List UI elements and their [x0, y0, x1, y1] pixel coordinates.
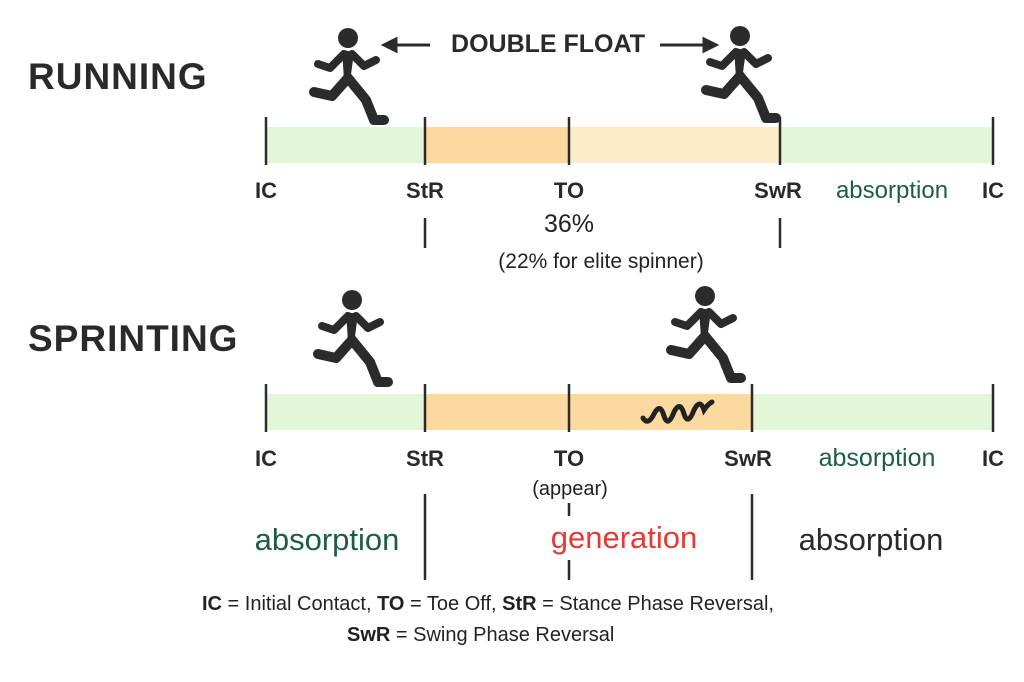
sprinting-ticks [264, 384, 995, 580]
sprinting-band-orange [425, 394, 752, 430]
running-to-percent: 36% [543, 210, 595, 238]
sprinting-swr: SwR [724, 446, 772, 471]
running-ic-end: IC [982, 178, 1004, 203]
sprinting-absorption: absorption [818, 444, 936, 472]
legend-to-abbr: TO [377, 593, 405, 615]
double-float-label: DOUBLE FLOAT [451, 30, 645, 58]
sprinting-band-green-2 [752, 394, 993, 430]
legend-str-def: = Stance Phase Reversal, [536, 593, 774, 615]
running-band-orange [425, 127, 569, 163]
phase-absorption-right: absorption [798, 522, 944, 557]
legend-to-def: = Toe Off, [404, 593, 503, 615]
sprinting-str: StR [406, 446, 444, 471]
legend-swr-abbr: SwR [347, 624, 391, 646]
running-to-note: (22% for elite spinner) [498, 250, 704, 273]
sprinting-ic-start: IC [255, 446, 277, 471]
legend-line-1: IC = Initial Contact, TO = Toe Off, StR … [202, 593, 774, 616]
running-title: RUNNING [28, 56, 208, 97]
running-ticks [264, 117, 995, 248]
sprinting-ic-end: IC [982, 446, 1004, 471]
running-str: StR [406, 178, 444, 203]
running-absorption: absorption [835, 177, 949, 204]
double-float-arrow-right [660, 36, 720, 54]
runner-icon [314, 28, 384, 120]
sprinting-title: SPRINTING [28, 318, 239, 359]
running-band-green-1 [266, 127, 425, 163]
legend-ic-abbr: IC [202, 593, 222, 615]
runner-icon [706, 26, 776, 118]
running-band-light-orange [569, 127, 780, 163]
legend-ic-def: = Initial Contact, [222, 593, 378, 615]
phase-absorption-left: absorption [254, 522, 400, 557]
legend-line-2: SwR = Swing Phase Reversal [347, 624, 614, 647]
double-float-arrow-left [380, 36, 430, 54]
sprinter-icon [671, 286, 741, 378]
sprinting-to-note: (appear) [532, 478, 608, 500]
spring-icon [640, 399, 715, 424]
sprinting-to: TO [553, 446, 585, 471]
phase-generation: generation [550, 520, 698, 555]
running-ic-start: IC [255, 178, 277, 203]
legend-swr-def: = Swing Phase Reversal [390, 624, 615, 646]
sprinter-icon [318, 290, 388, 382]
running-swr: SwR [754, 178, 802, 203]
running-to: TO [553, 178, 585, 203]
legend-str-abbr: StR [502, 593, 537, 615]
sprinting-band-green-1 [266, 394, 425, 430]
running-band-green-2 [780, 127, 993, 163]
